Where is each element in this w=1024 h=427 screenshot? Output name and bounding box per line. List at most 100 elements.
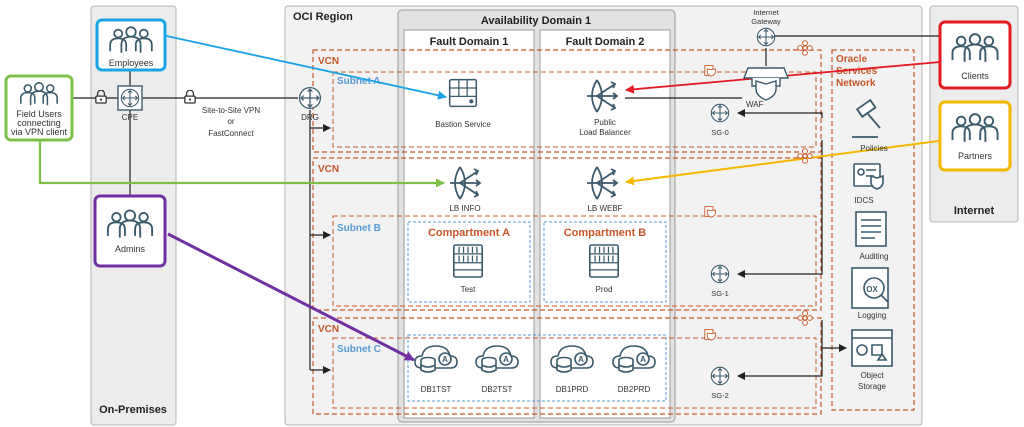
lb-webf-node: LB WEBF bbox=[586, 166, 623, 213]
object-storage-label-2: Storage bbox=[858, 382, 887, 391]
employees-flow bbox=[161, 34, 447, 100]
sg2-icon bbox=[710, 366, 730, 386]
field-users-label-3: via VPN client bbox=[11, 127, 68, 137]
vcn-3-label: VCN bbox=[318, 324, 339, 335]
lb-info-label: LB INFO bbox=[449, 204, 480, 213]
db2prd-label: DB2PRD bbox=[618, 385, 651, 394]
db1prd-label: DB1PRD bbox=[556, 385, 589, 394]
internet-gateway-node: Internet Gateway bbox=[751, 8, 781, 47]
svg-text:OX: OX bbox=[866, 285, 878, 294]
vcn-3: VCN Subnet C bbox=[312, 317, 822, 415]
lb-webf-label: LB WEBF bbox=[587, 204, 622, 213]
logging-service: OX Logging bbox=[851, 267, 889, 320]
vpn-label-1: Site-to-Site VPN bbox=[202, 106, 260, 115]
logging-label: Logging bbox=[858, 311, 886, 320]
waf-shield-icon bbox=[755, 80, 777, 101]
bastion-icon bbox=[448, 78, 478, 108]
db1tst-node: DB1TST bbox=[414, 345, 458, 394]
db2tst-label: DB2TST bbox=[482, 385, 513, 394]
vcn-2: VCN Subnet B bbox=[312, 157, 822, 311]
partners-label: Partners bbox=[958, 151, 993, 161]
sg0-label: SG-0 bbox=[711, 128, 729, 137]
object-storage-label-1: Object bbox=[860, 371, 884, 380]
osn-label-line2: Services bbox=[836, 66, 878, 77]
db1prd-node: DB1PRD bbox=[550, 345, 594, 394]
policies-service: Policies bbox=[852, 98, 888, 153]
prod-server-node: Prod bbox=[588, 244, 620, 294]
clients-group: Clients bbox=[938, 20, 1012, 90]
compartment-a: Compartment A bbox=[407, 221, 531, 303]
igw-label-1: Internet bbox=[753, 8, 779, 17]
db2tst-node: DB2TST bbox=[475, 345, 519, 394]
bastion-label: Bastion Service bbox=[435, 120, 491, 129]
db2prd-node: DB2PRD bbox=[612, 345, 656, 394]
sg2-node: SG-2 bbox=[710, 366, 730, 400]
log-search-icon bbox=[851, 267, 889, 309]
test-label: Test bbox=[461, 285, 476, 294]
field-users-flow bbox=[38, 140, 445, 188]
sg2-label: SG-2 bbox=[711, 391, 729, 400]
auditing-service: Auditing bbox=[855, 211, 889, 261]
policies-label: Policies bbox=[860, 144, 888, 153]
fault-domain-1-label: Fault Domain 1 bbox=[430, 36, 509, 48]
gavel-icon bbox=[852, 98, 881, 138]
admins-label: Admins bbox=[115, 244, 146, 254]
connectors bbox=[38, 34, 947, 380]
compartment-b-label: Compartment B bbox=[564, 227, 647, 239]
oci-region-label: OCI Region bbox=[293, 11, 353, 23]
prod-server-icon bbox=[588, 244, 620, 278]
sg1-icon bbox=[710, 264, 730, 284]
oracle-services-network: Oracle Services Network bbox=[831, 49, 915, 411]
cpe-node: CPE bbox=[117, 85, 143, 122]
object-storage-icon bbox=[851, 329, 893, 367]
drg-node: DRG bbox=[298, 86, 322, 122]
sg1-label: SG-1 bbox=[711, 289, 729, 298]
lb-info-node: LB INFO bbox=[449, 166, 481, 213]
vpn-label: Site-to-Site VPN or FastConnect bbox=[202, 106, 260, 138]
partners-flow bbox=[625, 139, 947, 186]
clients-label: Clients bbox=[961, 71, 989, 81]
subnet-a-label: Subnet A bbox=[337, 76, 381, 87]
vpn-label-3: FastConnect bbox=[208, 129, 254, 138]
admins-flow bbox=[167, 232, 415, 362]
waf-wall-icon bbox=[742, 67, 790, 79]
idcs-service: IDCS bbox=[853, 163, 884, 205]
compartment-b: Compartment B bbox=[543, 221, 667, 303]
availability-domain-label: Availability Domain 1 bbox=[481, 15, 591, 27]
field-users-label-2: connecting bbox=[17, 118, 61, 128]
cpe-label: CPE bbox=[122, 113, 138, 122]
waf-node: WAF bbox=[742, 67, 790, 109]
field-users-group: Field Users connecting via VPN client bbox=[4, 74, 74, 142]
subnet-b-label: Subnet B bbox=[337, 223, 381, 234]
object-storage-service: Object Storage bbox=[851, 329, 893, 391]
osn-label-line1: Oracle bbox=[836, 54, 868, 65]
on-premises-label: On-Premises bbox=[99, 404, 167, 416]
internet-label: Internet bbox=[954, 205, 995, 217]
public-lb-label-2: Load Balancer bbox=[579, 128, 631, 137]
idcs-label: IDCS bbox=[854, 196, 873, 205]
public-lb-node: Public Load Balancer bbox=[579, 79, 631, 137]
admins-group: Admins bbox=[93, 194, 167, 268]
partners-group: Partners bbox=[938, 100, 1012, 172]
employees-label: Employees bbox=[109, 58, 154, 68]
cpe-icon bbox=[120, 88, 140, 108]
db1tst-label: DB1TST bbox=[421, 385, 452, 394]
vpn-label-2: or bbox=[227, 117, 234, 126]
subnet-c-label: Subnet C bbox=[337, 344, 381, 355]
sg1-node: SG-1 bbox=[710, 264, 730, 298]
osn-label-line3: Network bbox=[836, 78, 876, 89]
drg-icon bbox=[298, 86, 322, 110]
auditing-label: Auditing bbox=[860, 252, 889, 261]
test-server-node: Test bbox=[452, 244, 484, 294]
vcn-2-label: VCN bbox=[318, 164, 339, 175]
fault-domain-2-label: Fault Domain 2 bbox=[566, 36, 645, 48]
drg-label: DRG bbox=[301, 113, 319, 122]
sg0-icon bbox=[710, 103, 730, 123]
id-card-icon bbox=[853, 163, 884, 190]
compartment-a-label: Compartment A bbox=[428, 227, 510, 239]
vpn-lock-icon-right bbox=[184, 90, 196, 104]
db-group-box bbox=[407, 334, 667, 402]
prod-label: Prod bbox=[596, 285, 613, 294]
employees-group: Employees bbox=[95, 18, 167, 72]
